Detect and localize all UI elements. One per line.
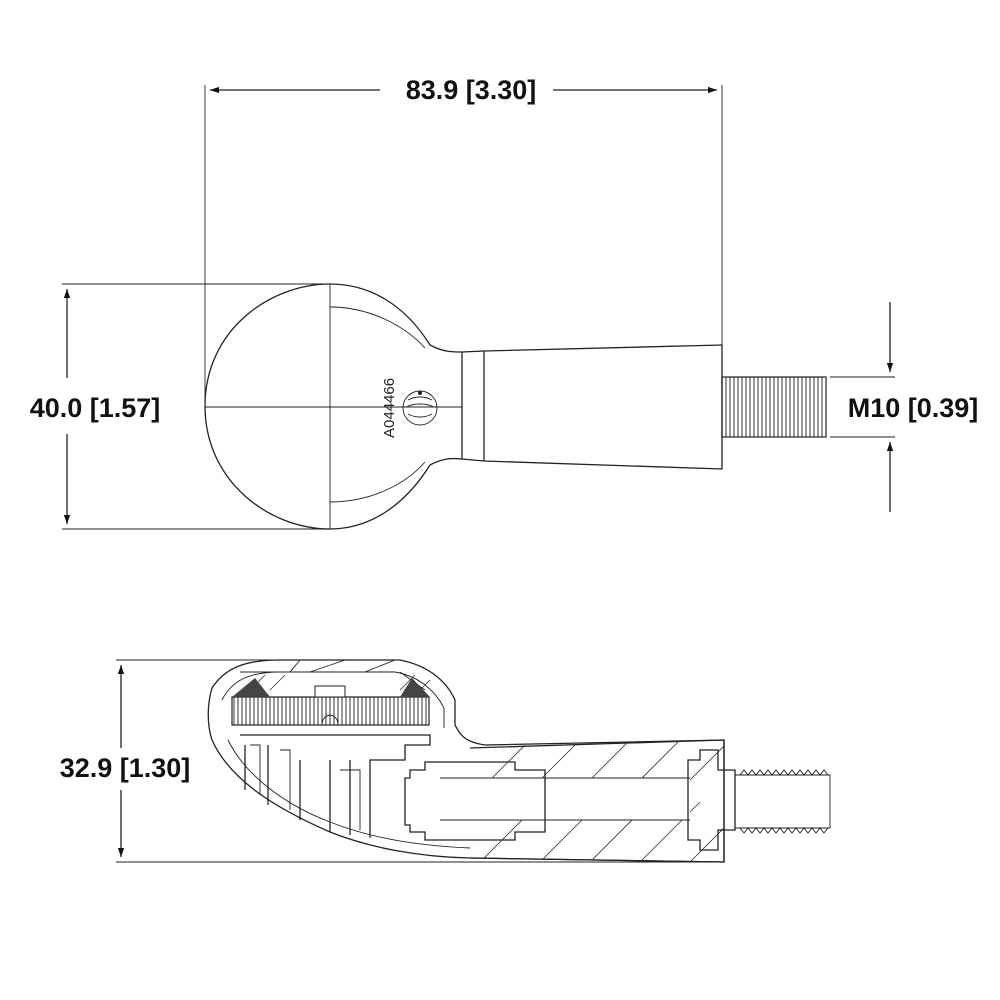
thread-stud-top — [721, 376, 827, 438]
stem-hatching — [469, 740, 724, 862]
dimension-diameter-label: 40.0 [1.57] — [30, 393, 161, 423]
stem-section — [469, 739, 725, 863]
thread-stud-side — [735, 769, 831, 834]
section-view: 32.9 [1.30] — [60, 659, 831, 863]
housing-outline — [207, 659, 725, 863]
dimension-height-label: 32.9 [1.30] — [60, 753, 191, 783]
carrier-details — [250, 744, 361, 830]
center-bolt — [404, 761, 546, 841]
stem-body — [461, 344, 723, 470]
indicator-head-outline — [204, 283, 463, 530]
knurled-ring — [231, 678, 430, 726]
nut-end — [687, 749, 736, 851]
led-carrier — [240, 734, 431, 838]
part-marking: A044466 — [381, 378, 398, 438]
top-view: 83.9 [3.30] 40.0 [1.57] M10 [0.39] A0444… — [30, 75, 979, 530]
lens-edge — [329, 306, 426, 503]
dimension-length-label: 83.9 [3.30] — [406, 75, 537, 105]
dimension-thread-label: M10 [0.39] — [848, 393, 979, 423]
certification-icon — [402, 390, 438, 426]
